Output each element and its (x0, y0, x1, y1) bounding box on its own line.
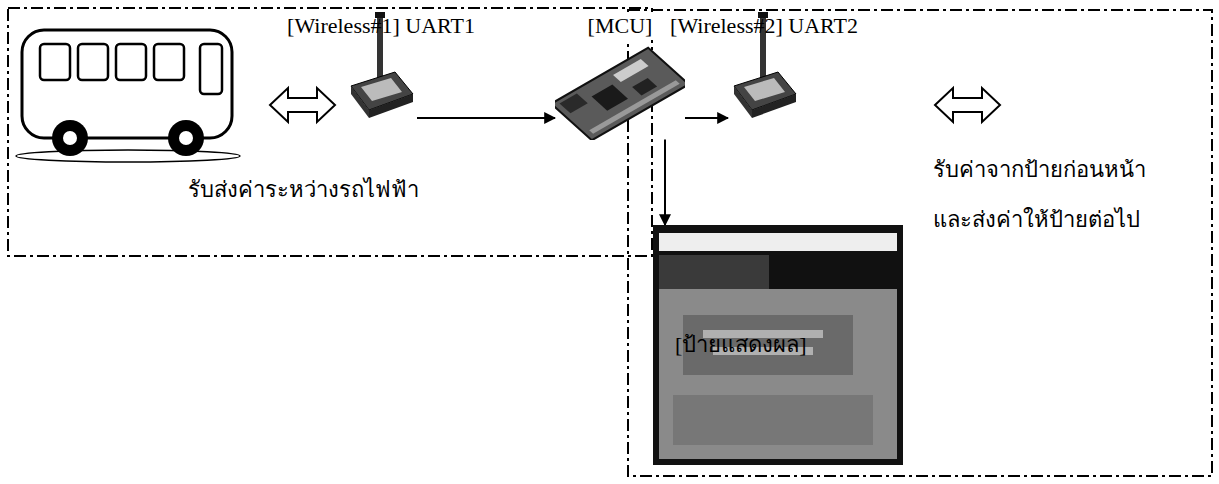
region-outlines (8, 8, 1212, 476)
wireless-icon-part (351, 86, 369, 118)
bus-window (154, 44, 184, 80)
region-note: รับค่าจากป้ายก่อนหน้า (933, 156, 1146, 184)
module-label: [Wireless#2] UART2 (670, 12, 858, 40)
signal-arrow (685, 117, 728, 119)
module-label: [MCU] (584, 12, 657, 40)
bus-wheel (168, 120, 204, 156)
board-photo (555, 40, 685, 140)
mcu-board: [MCU] (555, 12, 685, 140)
bus-ground (16, 150, 240, 162)
display-photo-part (673, 395, 873, 445)
wireless-icon-part (361, 78, 402, 101)
bus-wheel (52, 120, 88, 156)
wireless-icon-part (369, 94, 413, 118)
board-photo-part (555, 47, 685, 139)
board-photo-part-part (592, 84, 628, 110)
wireless-module: [Wireless#2] UART2 (728, 12, 800, 122)
region-outline (628, 10, 1212, 476)
bus-window (116, 44, 146, 80)
double-arrow (270, 88, 335, 122)
signal-arrow (417, 117, 555, 119)
board-photo-part-part (560, 93, 588, 113)
wireless-icon-part (752, 94, 796, 118)
bus-door (200, 44, 222, 94)
region-frame: [Wireless#2] UART2 [ป้ายแสดงผล] รับค่าจากป… (628, 10, 1212, 476)
wireless-icon-part (734, 86, 752, 118)
bus-window (40, 44, 70, 80)
display-photo-part (659, 233, 897, 251)
display-photo-part (653, 225, 903, 465)
wireless-icon-part (375, 12, 385, 18)
bus-window (78, 44, 108, 80)
display-sign: [ป้ายแสดงผล] (653, 225, 903, 465)
region-outline (8, 8, 652, 256)
board-photo-part-part (613, 58, 649, 81)
wireless-icon-part (744, 78, 785, 101)
bus-hub (179, 131, 193, 145)
wireless-icon-part (377, 14, 383, 80)
wireless-icon-part (760, 14, 766, 80)
region-note: รับส่งค่าระหว่างรถไฟฟ้า (188, 176, 419, 204)
region-note: และส่งค่าให้ป้ายต่อไป (933, 206, 1140, 234)
display-photo-part (659, 289, 897, 459)
wireless-module: [Wireless#1] UART1 (345, 12, 417, 122)
signal-arrow (664, 140, 666, 226)
double-arrow (935, 88, 1000, 122)
wireless-icon-part (758, 12, 768, 18)
bus-hub (63, 131, 77, 145)
board-photo-part-part (632, 78, 657, 95)
module-label: [Wireless#1] UART1 (287, 12, 475, 40)
bus-body (22, 30, 232, 138)
board-photo-part-part (555, 47, 685, 139)
module-label: [ป้ายแสดงผล] (675, 331, 807, 359)
bus-icon (16, 30, 240, 162)
region-frame: [Wireless#1] UART1 รับส่งค่าระหว่างรถไฟฟ้… (8, 8, 652, 256)
